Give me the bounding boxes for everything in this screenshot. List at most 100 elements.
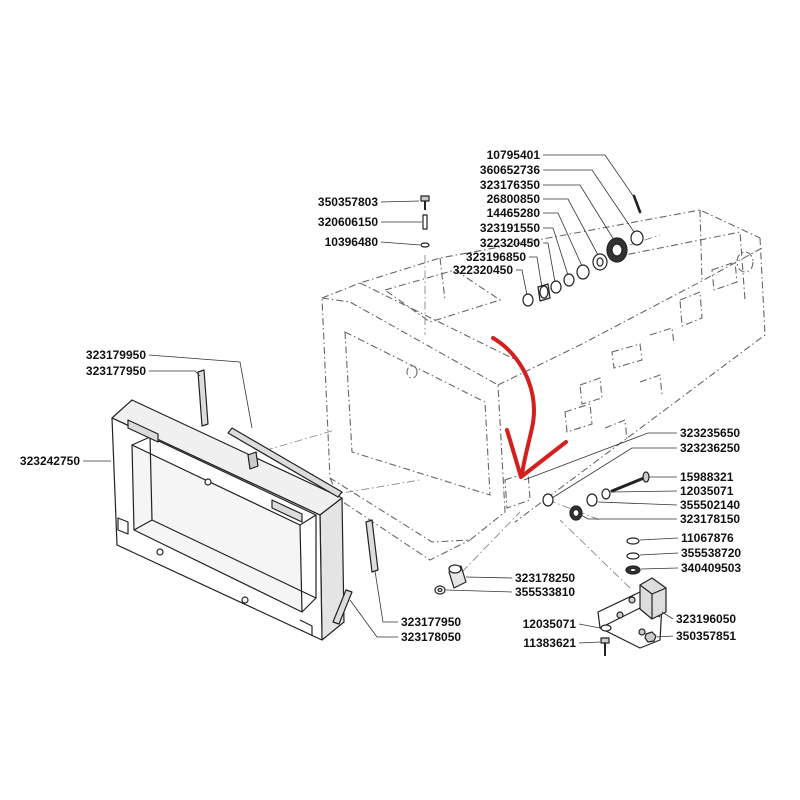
leader-line <box>374 570 398 623</box>
leader-line <box>543 212 583 267</box>
ring <box>542 493 554 507</box>
part-number-label: 323177950 <box>86 364 146 378</box>
arrow-shaft <box>491 336 536 476</box>
left-hardware-stack <box>420 195 430 248</box>
leader-line <box>639 552 679 556</box>
washer <box>601 488 611 500</box>
leader-line <box>543 184 615 241</box>
part-number-label: 12035071 <box>680 484 734 498</box>
wear-strip <box>332 589 353 625</box>
seal-ring <box>563 273 575 287</box>
bolt-head <box>628 596 636 604</box>
part-number-label: 12035071 <box>523 617 577 631</box>
part-number-label: 323178250 <box>515 571 575 585</box>
mounting-hole <box>204 478 212 486</box>
leader-lines <box>83 154 679 644</box>
part-number-label: 11383621 <box>523 636 576 650</box>
nut <box>644 631 657 643</box>
seal-washer-bore <box>629 567 637 573</box>
washer <box>434 585 446 595</box>
chassis-outline <box>249 209 766 589</box>
part-number-label: 323178150 <box>680 512 740 526</box>
leader-line <box>580 514 677 520</box>
leader-line <box>543 154 639 204</box>
part-number-label: 355533810 <box>515 585 575 599</box>
wear-strip <box>197 369 209 427</box>
red-arrow <box>491 336 568 479</box>
bushing-end <box>539 285 549 299</box>
washer <box>626 552 640 560</box>
o-ring <box>626 537 640 545</box>
part-number-label: 323177950 <box>401 615 461 629</box>
leader-line <box>445 589 513 593</box>
washer <box>576 264 590 280</box>
arrow-head <box>505 428 568 479</box>
leader-line <box>149 370 201 377</box>
bolt-head <box>420 195 430 202</box>
part-number-label: 14465280 <box>487 206 541 220</box>
bushing-bore <box>572 508 580 518</box>
leader-line <box>661 611 674 620</box>
part-number-label: 355538720 <box>681 546 741 560</box>
leader-line <box>523 432 677 481</box>
part-number-labels: 10795401 360652736 323176350 26800850 14… <box>20 148 741 650</box>
part-number-label: 322320450 <box>453 263 513 277</box>
part-number-label: 350357803 <box>318 195 378 209</box>
bolt-shank <box>610 476 646 493</box>
part-number-label: 360652736 <box>480 163 540 177</box>
part-number-label: 323242750 <box>20 454 80 468</box>
top-hardware-stack <box>522 194 644 307</box>
washer <box>592 253 608 271</box>
washer <box>600 624 612 632</box>
part-number-label: 350357851 <box>676 629 736 643</box>
bolt-head <box>638 628 646 636</box>
wear-strip <box>227 427 343 498</box>
bottom-hardware-stack <box>434 564 467 595</box>
bracket-block <box>639 577 667 620</box>
spacer <box>522 293 534 307</box>
leader-line <box>640 567 679 570</box>
part-number-label: 340409503 <box>681 561 741 575</box>
bearing-bore <box>611 243 623 257</box>
part-number-label: 10795401 <box>487 148 541 162</box>
frame-panel <box>111 399 345 641</box>
leader-line <box>656 635 674 638</box>
part-number-label: 323179950 <box>86 348 146 362</box>
leader-line <box>380 241 421 246</box>
leader-line <box>543 227 569 276</box>
leader-line <box>639 537 679 541</box>
frame-tab <box>127 419 159 443</box>
part-number-label: 10396480 <box>325 235 379 249</box>
leader-line <box>349 599 398 638</box>
leader-line <box>529 256 543 289</box>
part-number-label: 323196850 <box>466 250 526 264</box>
spacer <box>550 280 562 294</box>
leader-line <box>578 623 601 629</box>
bolt-head <box>642 471 650 483</box>
bolt-head <box>616 611 624 619</box>
part-number-label: 320606150 <box>318 215 378 229</box>
washer-bore <box>596 257 604 267</box>
part-number-label: 323191550 <box>480 221 540 235</box>
part-number-label: 323196050 <box>676 612 736 626</box>
leader-line <box>551 447 677 499</box>
leader-line <box>543 198 599 256</box>
leader-line <box>578 641 601 644</box>
wear-strip <box>365 519 379 573</box>
leader-line <box>380 200 420 203</box>
mounting-hole <box>156 548 164 556</box>
bushing-end <box>448 564 462 574</box>
part-number-label: 323235650 <box>680 426 740 440</box>
leader-line <box>516 269 528 296</box>
washer <box>586 493 598 507</box>
part-number-label: 355502140 <box>680 498 740 512</box>
part-number-label: 323176350 <box>480 178 540 192</box>
o-ring <box>420 242 430 248</box>
part-number-label: 323178050 <box>401 630 461 644</box>
washer-bore <box>437 587 443 593</box>
part-number-label: 323236250 <box>680 441 740 455</box>
part-number-label: 11067876 <box>681 531 734 545</box>
mounting-hole <box>241 596 249 604</box>
